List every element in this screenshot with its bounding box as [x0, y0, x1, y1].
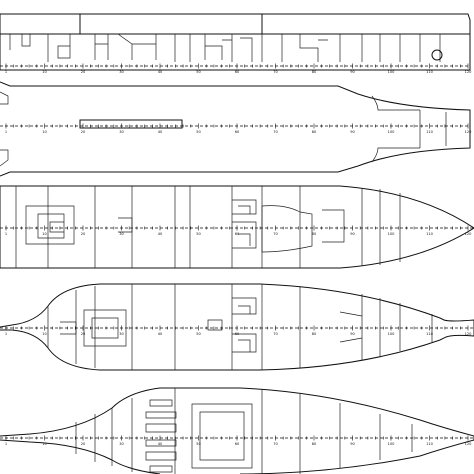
tween-deck-outline	[0, 283, 474, 371]
frame-number-label: 30	[119, 332, 124, 336]
frame-number-label: 40	[158, 130, 163, 134]
frame-number-label: 1	[5, 130, 7, 134]
frame-number-label: 80	[312, 130, 317, 134]
frame-number-label: 10	[42, 70, 47, 74]
frame-number-label: 1	[5, 232, 7, 236]
frame-number-label: 50	[196, 332, 201, 336]
main-deck-bulkheads	[15, 186, 401, 268]
hold-outline	[0, 387, 474, 474]
frame-number-label: 90	[350, 232, 355, 236]
frame-number-label: 10	[42, 332, 47, 336]
frame-number-label: 110	[426, 130, 434, 134]
upper-deck-plan	[0, 81, 471, 177]
frame-number-label: 40	[158, 332, 163, 336]
frame-number-label: 100	[388, 130, 396, 134]
frame-number-label: 1	[5, 70, 7, 74]
frame-number-label: 70	[273, 332, 278, 336]
profile-porthole	[431, 49, 443, 61]
frame-number-label: 90	[350, 70, 355, 74]
frame-number-label: 1	[5, 332, 7, 336]
frame-number-label: 10	[42, 232, 47, 236]
frame-number-label: 60	[235, 442, 240, 446]
frame-number-label: 20	[81, 232, 86, 236]
frame-number-label: 50	[196, 232, 201, 236]
frame-number-label: 110	[426, 332, 434, 336]
frame-number-label: 70	[273, 232, 278, 236]
frame-number-label: 80	[312, 70, 317, 74]
tween-deck-bulkheads	[47, 284, 433, 370]
upper-deck-bow-lines	[371, 95, 447, 163]
frame-number-label: 80	[312, 332, 317, 336]
frame-number-label: 60	[235, 232, 240, 236]
frame-number-label: 10	[42, 442, 47, 446]
frame-number-label: 70	[273, 130, 278, 134]
profile-outline	[0, 13, 471, 71]
frame-number-label: 30	[119, 130, 124, 134]
frame-number-label: 30	[119, 232, 124, 236]
frame-number-label: 20	[81, 442, 86, 446]
frame-number-label: 110	[426, 232, 434, 236]
frame-number-label: 40	[158, 70, 163, 74]
frame-number-label: 100	[388, 232, 396, 236]
profile-view	[0, 13, 471, 71]
upper-deck-outline	[0, 81, 471, 177]
upper-deck-hatch	[79, 119, 183, 129]
tween-deck-rooms	[60, 297, 363, 353]
frame-number-label: 30	[119, 442, 124, 446]
frame-number-label: 1	[5, 442, 7, 446]
profile-compartments	[9, 33, 441, 62]
frame-number-label: 80	[312, 442, 317, 446]
frame-number-label: 40	[158, 442, 163, 446]
frame-number-label: 30	[119, 70, 124, 74]
hold-tanks	[145, 399, 253, 473]
main-deck-engine-room	[118, 199, 345, 253]
frame-number-label: 10	[42, 130, 47, 134]
frame-number-label: 80	[312, 232, 317, 236]
frame-number-label: 50	[196, 70, 201, 74]
frame-number-label: 70	[273, 70, 278, 74]
frame-number-label: 100	[388, 442, 396, 446]
frame-number-label: 120	[465, 332, 473, 336]
frame-number-label: 90	[350, 130, 355, 134]
upper-deck-stern-lines	[0, 91, 9, 167]
frame-number-label: 50	[196, 442, 201, 446]
frame-number-label: 60	[235, 332, 240, 336]
frame-number-label: 20	[81, 332, 86, 336]
frame-number-label: 120	[465, 442, 473, 446]
frame-number-label: 120	[465, 70, 473, 74]
frame-number-label: 120	[465, 232, 473, 236]
frame-number-label: 100	[388, 70, 396, 74]
frame-number-label: 120	[465, 130, 473, 134]
main-deck-stair-room	[25, 205, 75, 245]
frame-number-label: 90	[350, 332, 355, 336]
frame-number-label: 20	[81, 70, 86, 74]
frame-number-label: 20	[81, 130, 86, 134]
frame-number-label: 110	[426, 442, 434, 446]
hold-plan	[0, 387, 474, 474]
frame-number-label: 60	[235, 130, 240, 134]
frame-number-label: 70	[273, 442, 278, 446]
frame-number-label: 60	[235, 70, 240, 74]
frame-number-label: 50	[196, 130, 201, 134]
frame-number-label: 100	[388, 332, 396, 336]
frame-number-label: 110	[426, 70, 434, 74]
frame-number-label: 40	[158, 232, 163, 236]
frame-number-label: 90	[350, 442, 355, 446]
